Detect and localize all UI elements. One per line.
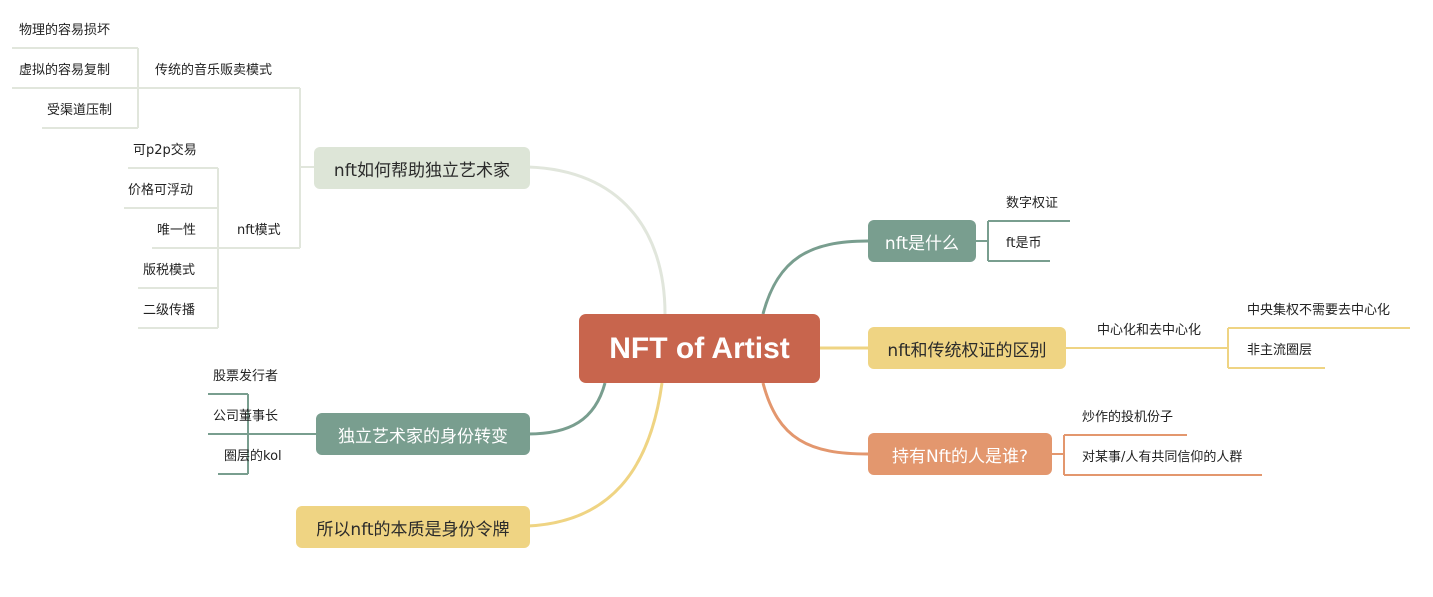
- connector-root-what: [761, 239, 869, 315]
- topic-nft-essence[interactable]: 所以nft的本质是身份令牌: [296, 506, 530, 548]
- connector-what-bracket: [976, 221, 989, 261]
- leaf-trad-channel[interactable]: 受渠道压制: [47, 103, 113, 118]
- leaf-nft-secondary[interactable]: 二级传播: [143, 303, 196, 318]
- leaf-nft-p2p[interactable]: 可p2p交易: [133, 143, 197, 158]
- leaf-what-ft-coin[interactable]: ft是币: [1006, 236, 1042, 251]
- leaf-diff-niche[interactable]: 非主流圈层: [1247, 343, 1313, 358]
- leaf-nft-unique[interactable]: 唯一性: [157, 223, 197, 238]
- leaf-holders-speculators[interactable]: 炒作的投机份子: [1082, 410, 1174, 425]
- leaf-diff-central[interactable]: 中央集权不需要去中心化: [1247, 303, 1391, 318]
- topic-nft-vs-traditional[interactable]: nft和传统权证的区别: [868, 327, 1066, 369]
- subtopic-nft-mode[interactable]: nft模式: [237, 223, 281, 238]
- connector-root-holders: [761, 382, 869, 456]
- connector-root-identity: [527, 382, 607, 436]
- topic-nft-holders[interactable]: 持有Nft的人是谁?: [868, 433, 1052, 475]
- connector-root-help: [527, 165, 667, 315]
- leaf-identity-chairman[interactable]: 公司董事长: [213, 409, 279, 424]
- leaf-trad-virtual[interactable]: 虚拟的容易复制: [19, 63, 111, 78]
- connector-holders-bracket: [1052, 435, 1065, 475]
- topic-what-is-nft[interactable]: nft是什么: [868, 220, 976, 262]
- leaf-identity-kol[interactable]: 圈层的kol: [224, 449, 282, 464]
- leaf-holders-believers[interactable]: 对某事/人有共同信仰的人群: [1082, 450, 1243, 465]
- connector-nft-mode-bracket: [217, 168, 232, 328]
- leaf-identity-issuer[interactable]: 股票发行者: [213, 369, 279, 384]
- subtopic-centralization[interactable]: 中心化和去中心化: [1097, 323, 1202, 338]
- leaf-trad-physical[interactable]: 物理的容易损坏: [19, 23, 111, 38]
- leaf-nft-royalty[interactable]: 版税模式: [143, 263, 196, 278]
- connector-help-bracket: [299, 88, 314, 248]
- connector-traditional-bracket: [12, 48, 148, 128]
- topic-artist-identity-shift[interactable]: 独立艺术家的身份转变: [316, 413, 530, 455]
- topic-nft-help-artists[interactable]: nft如何帮助独立艺术家: [314, 147, 530, 189]
- root-node[interactable]: NFT of Artist: [579, 314, 820, 383]
- leaf-what-digital-warrant[interactable]: 数字权证: [1006, 196, 1059, 211]
- subtopic-traditional-mode[interactable]: 传统的音乐贩卖模式: [155, 63, 273, 78]
- connector-root-essence: [527, 382, 664, 528]
- leaf-nft-price[interactable]: 价格可浮动: [128, 183, 194, 198]
